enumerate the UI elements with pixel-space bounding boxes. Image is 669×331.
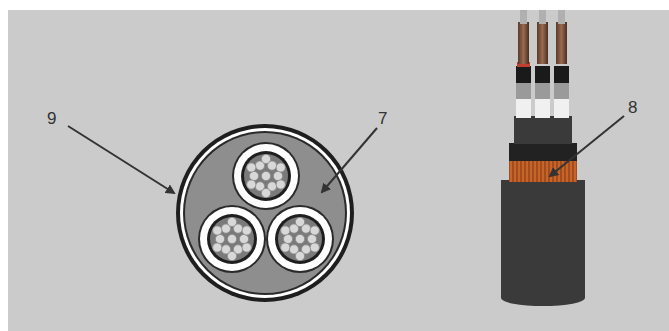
callout-number: 8 — [628, 99, 637, 116]
callout-number: 9 — [47, 110, 56, 127]
leader-arrow — [68, 126, 174, 193]
background — [8, 10, 669, 331]
cross-section — [176, 124, 354, 302]
callout-number: 7 — [378, 110, 387, 127]
leader-arrow — [550, 116, 624, 176]
leader-arrow — [322, 128, 377, 192]
